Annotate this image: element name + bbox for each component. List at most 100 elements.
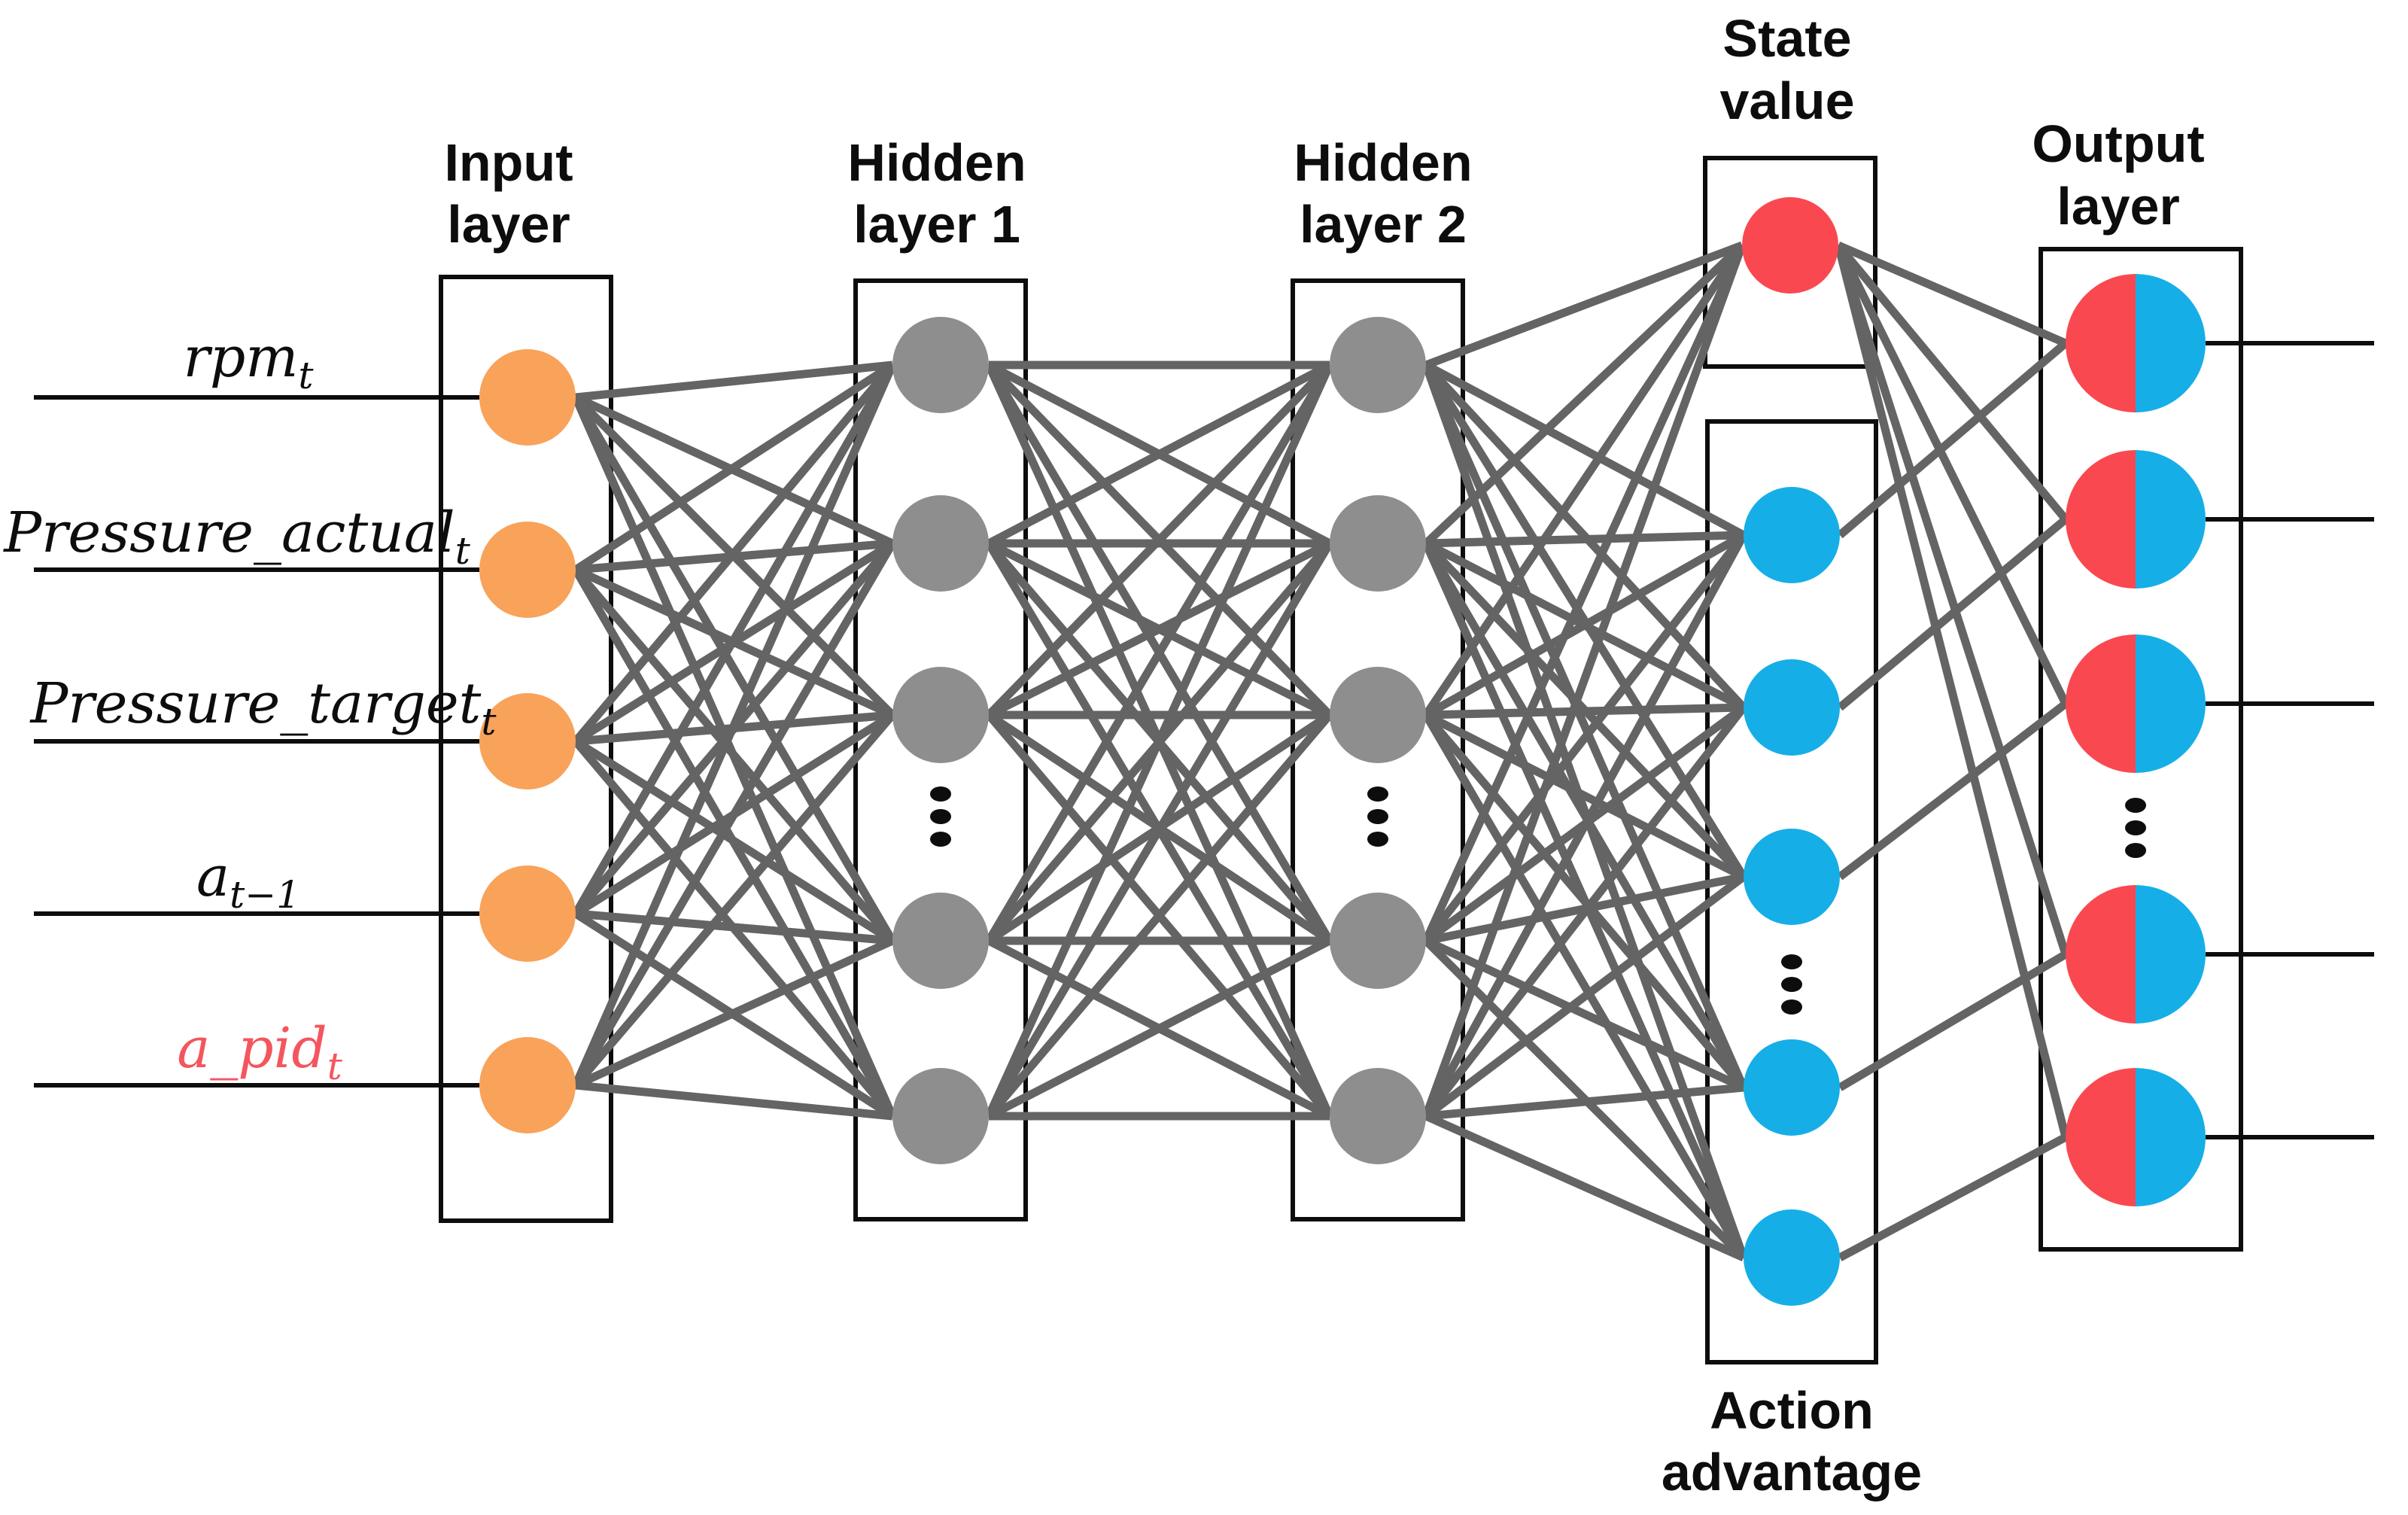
layer-title-state_value-line1: State [1722,9,1851,68]
connection-hidden2-action_advantage [1422,533,1747,1118]
connection-hidden2-action_advantage [1422,712,1747,1091]
connection-input-hidden1 [573,936,895,1090]
connection-action_advantage-output [1838,951,2068,1091]
layer-title-action_advantage-line2: advantage [1662,1443,1922,1501]
layer-box-action_advantage [1705,419,1878,1364]
connection-input-hidden1 [575,909,893,945]
output-node-2-value-half [2066,450,2136,589]
output-ellipsis-dot [2125,843,2146,858]
layer-title-hidden1-line2: layer 1 [853,195,1020,254]
connection-hidden2-action_advantage [1423,873,1747,1120]
hidden2-ellipsis-dot [1367,832,1388,847]
output-node-2-advantage-half [2136,450,2206,589]
connection-hidden2-action_advantage [1424,531,1746,719]
connection-action_advantage-output [1838,1133,2068,1261]
output-node-1-advantage-half [2136,274,2206,412]
connection-action_advantage-output [1837,339,2069,539]
connection-hidden2-state_value [1421,244,1747,1118]
connection-hidden2-action_advantage [1425,703,1744,719]
input-label-text: a_pid [177,1016,327,1081]
connection-hidden2-action_advantage [1422,704,1747,1119]
hidden2-node-4 [1330,893,1426,989]
layer-box-hidden2 [1291,278,1465,1221]
connection-action_advantage-output [1837,700,2069,881]
hidden2-node-5 [1330,1068,1426,1164]
connection-hidden2-state_value [1421,243,1747,943]
connection-hidden2-action_advantage [1424,361,1746,539]
input-node-4 [479,865,576,962]
input-label-2: Pressure_actualt [2,500,470,573]
action_advantage-node-1 [1744,487,1840,583]
input-label-text: rpm [183,325,298,390]
connection-hidden2-action_advantage [1424,937,1746,1091]
input-node-3 [479,693,576,789]
input-label-subscript: t [481,700,497,744]
input-node-2 [479,522,576,618]
layer-title-hidden2-line2: layer 2 [1300,195,1467,254]
hidden1-node-2 [892,495,989,592]
action_advantage-ellipsis-dot [1781,977,1802,992]
output-ellipsis-dot [2125,798,2146,813]
input-node-5 [479,1037,576,1133]
connection-state_value-output [1834,244,2070,956]
layer-box-output [2039,247,2243,1252]
connection-hidden2-state_value [1424,241,1744,370]
connection-input-hidden1 [575,1081,893,1121]
connection-hidden1-hidden2 [987,361,1332,547]
hidden2-node-1 [1330,317,1426,413]
layer-title-hidden2-line1: Hidden [1294,133,1472,192]
layer-title-input-line1: Input [444,133,573,192]
hidden2-ellipsis-dot [1367,809,1388,824]
connection-input-hidden1 [572,395,896,943]
layer-title-output-line1: Output [2032,114,2204,173]
connection-input-hidden1 [573,361,895,573]
action_advantage-node-2 [1744,659,1840,756]
hidden1-ellipsis-dot [930,832,951,847]
connection-input-hidden1 [572,362,896,744]
connection-state_value-output [1834,244,2070,1139]
layer-box-input [439,275,613,1223]
input-label-subscript: t [455,529,471,573]
action_advantage-node-3 [1744,829,1840,925]
input-label-subscript: t−1 [230,873,300,917]
connection-state_value-output [1835,242,2069,522]
hidden1-ellipsis-dot [930,786,951,802]
action_advantage-node-4 [1744,1039,1840,1136]
input-label-text: Pressure_actual [2,500,455,565]
input-label-text: a [196,844,230,909]
connection-hidden1-hidden2 [986,362,1333,718]
output-node-3-value-half [2066,634,2136,773]
hidden1-node-1 [892,317,989,413]
connection-input-hidden1 [575,360,893,402]
action_advantage-ellipsis-dot [1781,954,1802,969]
connection-state_value-output [1836,241,2068,348]
connection-input-hidden1 [571,363,897,1088]
layer-title-action_advantage-line1: Action [1710,1381,1874,1440]
connection-hidden2-action_advantage [1425,531,1744,548]
hidden2-node-2 [1330,495,1426,592]
connection-hidden2-action_advantage [1424,711,1746,881]
input-label-subscript: t [327,1045,343,1088]
input-label-subscript: t [298,354,314,397]
layer-title-hidden1-line1: Hidden [847,133,1026,192]
connection-hidden1-hidden2 [987,540,1332,719]
output-node-3-advantage-half [2136,634,2206,773]
layer-title-output-line2: layer [2057,177,2179,236]
connection-hidden2-action_advantage [1424,1112,1746,1262]
input-label-3: Pressure_targett [29,671,497,744]
action_advantage-node-5 [1744,1209,1840,1306]
layer-box-hidden1 [853,278,1028,1221]
connection-hidden1-hidden2 [985,712,1333,1119]
connection-hidden1-hidden2 [987,937,1332,1120]
connection-hidden2-action_advantage [1422,541,1747,1090]
connection-input-hidden1 [572,541,896,1088]
output-node-5-value-half [2066,1068,2136,1206]
hidden1-node-5 [892,1068,989,1164]
connection-input-hidden1 [572,712,896,1088]
connection-state_value-output [1835,243,2069,706]
output-node-4-value-half [2066,885,2136,1024]
connection-hidden2-action_advantage [1422,713,1747,1260]
connection-action_advantage-output [1837,516,2069,711]
input-label-text: Pressure_target [29,671,482,736]
